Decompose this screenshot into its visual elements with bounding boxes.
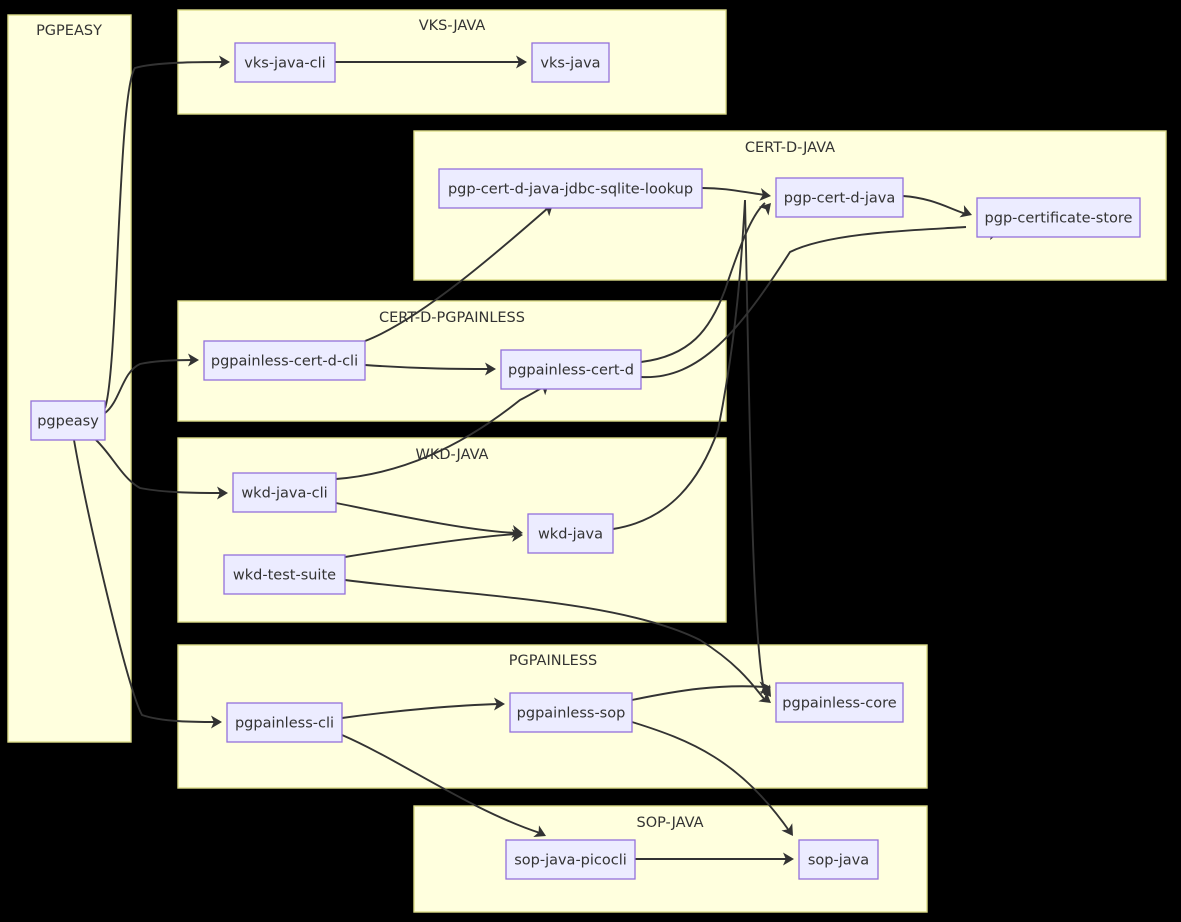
node-pgp-cert-d-java[interactable]: pgp-cert-d-java <box>775 177 904 218</box>
edge-pgpainless-sop-to-pgpainless-core <box>631 685 766 701</box>
node-label: pgpainless-sop <box>517 706 626 722</box>
node-label: pgp-cert-d-java-jdbc-sqlite-lookup <box>448 182 693 198</box>
node-box[interactable] <box>527 513 614 554</box>
node-box[interactable] <box>798 839 879 880</box>
node-pgpainless-sop[interactable]: pgpainless-sop <box>509 692 633 733</box>
node-box[interactable] <box>234 42 336 83</box>
arrowhead-pgpainless-cert-d->pgp-cert-d-java <box>758 203 771 216</box>
arrowhead-wkd-test-suite->pgpainless-core <box>758 691 771 703</box>
cluster-title: PGPEASY <box>36 23 102 39</box>
node-label: vks-java-cli <box>244 56 325 72</box>
arrowhead-pgp-cert-d-java->pgp-certificate-store <box>959 205 972 218</box>
node-box[interactable] <box>976 197 1141 238</box>
arrowhead-pgpeasy->vks-java-cli <box>219 55 230 69</box>
arrowhead-pgpainless-sop->sop-java <box>781 823 793 836</box>
node-vks-java[interactable]: vks-java <box>531 42 610 83</box>
node-wkd-test-suite[interactable]: wkd-test-suite <box>223 554 346 595</box>
arrowhead-pgpainless-cert-d-cli->pgpainless-cert-d <box>485 362 496 376</box>
node-box[interactable] <box>500 349 642 390</box>
arrowhead-pgpainless-cli->pgpainless-sop <box>494 697 505 711</box>
node-label: pgpainless-cert-d <box>508 363 634 379</box>
cluster-box <box>7 14 132 743</box>
edge-pgpainless-cli-to-sop-java-picocli <box>341 734 541 834</box>
edge-pgpainless-cert-d-cli-to-pgpainless-cert-d <box>364 364 491 370</box>
arrowhead-sop-java-picocli->sop-java <box>783 852 794 866</box>
arrowhead-pgpainless-sop->pgpainless-core <box>759 681 771 695</box>
node-box[interactable] <box>438 168 703 209</box>
edge-wkd-test-suite-to-wkd-java <box>344 533 518 558</box>
arrowhead-pgpainless-cli->sop-java-picocli <box>533 825 546 838</box>
arrowhead-wkd-test-suite->wkd-java <box>511 528 523 542</box>
edge-wkd-java-cli-to-wkd-java <box>335 502 518 534</box>
cluster-title: WKD-JAVA <box>416 447 489 463</box>
node-sop-java[interactable]: sop-java <box>798 839 879 880</box>
arrowhead-lookup->pgp-cert-d-java <box>759 188 771 201</box>
node-box[interactable] <box>531 42 610 83</box>
edge-pgpeasy-to-vks-java-cli <box>104 61 225 409</box>
node-box[interactable] <box>226 702 343 743</box>
node-box[interactable] <box>232 472 337 513</box>
node-sop-java-picocli[interactable]: sop-java-picocli <box>505 839 636 880</box>
node-pgp-cert-d-java-jdbc-sqlite-lookup[interactable]: pgp-cert-d-java-jdbc-sqlite-lookup <box>438 168 703 209</box>
node-label: sop-java-picocli <box>514 853 627 869</box>
edge-pgpeasy-to-wkd-java-cli <box>95 439 223 494</box>
node-label: pgpeasy <box>37 414 99 430</box>
node-label: vks-java <box>540 56 600 72</box>
node-label: pgp-cert-d-java <box>784 191 895 207</box>
edge-pgpeasy-to-pgpainless-cert-d-cli <box>104 359 194 414</box>
cluster-title: CERT-D-JAVA <box>745 140 835 156</box>
edges-layer <box>73 55 1000 866</box>
node-wkd-java[interactable]: wkd-java <box>527 513 614 554</box>
node-wkd-java-cli[interactable]: wkd-java-cli <box>232 472 337 513</box>
edge-pgpeasy-to-pgpainless-cli <box>73 439 217 723</box>
node-box[interactable] <box>203 340 366 381</box>
edge-pgpainless-cert-d-to-pgp-certificate-store <box>640 226 967 378</box>
arrowhead-pgpeasy->wkd-java-cli <box>217 486 228 500</box>
node-label: wkd-java-cli <box>241 486 327 502</box>
node-box[interactable] <box>509 692 633 733</box>
node-vks-java-cli[interactable]: vks-java-cli <box>234 42 336 83</box>
node-box[interactable] <box>30 400 106 441</box>
edge-pgpainless-cli-to-pgpainless-sop <box>341 703 500 719</box>
node-box[interactable] <box>775 682 904 723</box>
edge-pgpainless-sop-to-sop-java <box>631 721 791 833</box>
node-label: sop-java <box>808 853 869 869</box>
cluster-title: SOP-JAVA <box>636 815 703 831</box>
arrowhead-pgpeasy->pgpainless-cert-d-cli <box>188 353 199 367</box>
nodes-layer: pgpeasy vks-java-cli vks-java pgp-cert-d-ja… <box>30 42 1141 880</box>
node-label: pgpainless-cert-d-cli <box>211 354 358 370</box>
node-pgp-certificate-store[interactable]: pgp-certificate-store <box>976 197 1141 238</box>
edge-pgpainless-cert-d-to-pgp-cert-d-java <box>640 202 766 363</box>
edge-wkd-test-suite-to-pgpainless-core <box>344 579 766 701</box>
node-box[interactable] <box>505 839 636 880</box>
arrowhead-wkd-java-cli->wkd-java <box>511 525 523 538</box>
cluster-vks-java: VKS-JAVA <box>177 9 727 115</box>
node-box[interactable] <box>223 554 346 595</box>
edge-pgpainless-cert-d-cli-to-pgp-cert-d-java-jdbc-sqlite-lookup <box>364 207 549 342</box>
node-label: pgp-certificate-store <box>985 211 1133 227</box>
node-label: wkd-test-suite <box>233 568 336 584</box>
cluster-title: VKS-JAVA <box>419 18 486 34</box>
node-box[interactable] <box>775 177 904 218</box>
cluster-title: PGPAINLESS <box>509 653 598 669</box>
arrowhead-vks-java-cli->vks-java <box>516 55 527 69</box>
edge-pgp-cert-d-java-to-pgp-certificate-store <box>902 195 967 215</box>
arrowhead-pgpeasy->pgpainless-cli <box>211 715 222 729</box>
node-pgpeasy[interactable]: pgpeasy <box>30 400 106 441</box>
edge-wkd-java-cli-to-pgpainless-cert-d <box>335 385 546 480</box>
edge-pgp-cert-d-java-jdbc-sqlite-lookup-to-pgp-cert-d-java <box>701 187 766 196</box>
edge-wkd-java-to-pgpainless-core <box>612 199 766 696</box>
node-pgpainless-cert-d-cli[interactable]: pgpainless-cert-d-cli <box>203 340 366 381</box>
cluster-pgpeasy: PGPEASY <box>7 14 132 743</box>
node-pgpainless-cli[interactable]: pgpainless-cli <box>226 702 343 743</box>
node-label: wkd-java <box>538 527 603 543</box>
node-pgpainless-core[interactable]: pgpainless-core <box>775 682 904 723</box>
node-label: pgpainless-cli <box>235 716 334 732</box>
node-label: pgpainless-core <box>782 696 896 712</box>
node-pgpainless-cert-d[interactable]: pgpainless-cert-d <box>500 349 642 390</box>
